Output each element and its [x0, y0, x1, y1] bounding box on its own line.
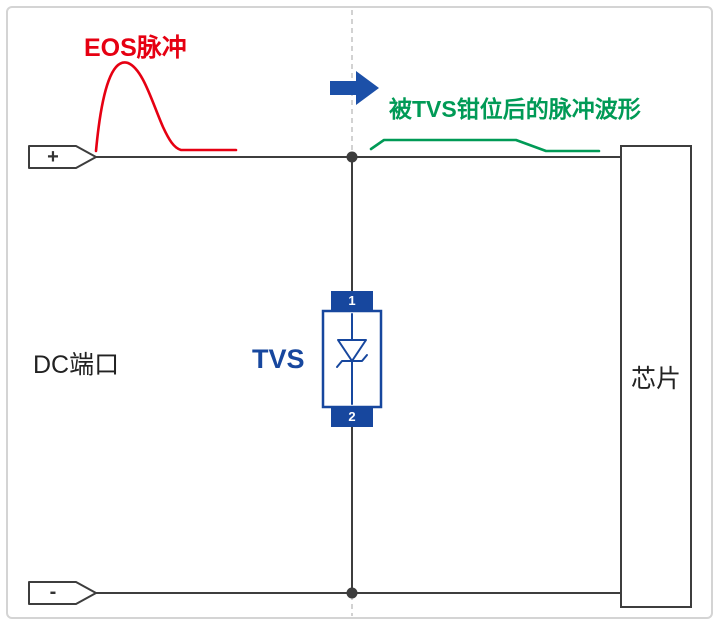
- clamped-waveform-label: 被TVS钳位后的脉冲波形: [389, 96, 641, 122]
- eos-pulse-label: EOS脉冲: [84, 34, 187, 62]
- tvs-pin1-label: 1: [348, 293, 356, 308]
- junction-dot-top: [346, 151, 358, 163]
- eos-pulse-curve: [94, 61, 238, 153]
- plus-terminal-label: +: [47, 146, 59, 168]
- junction-dot-bottom: [346, 587, 358, 599]
- dc-port-label: DC端口: [33, 351, 120, 379]
- minus-terminal-label: -: [49, 581, 57, 603]
- tvs-pin1-square: [331, 291, 373, 311]
- tvs-pin2-square: [331, 407, 373, 427]
- chip-label: 芯片: [630, 364, 681, 393]
- plus-terminal-shape: [28, 145, 97, 169]
- minus-terminal-shape: [28, 581, 97, 605]
- flow-arrow-icon: [330, 71, 379, 105]
- tvs-pin2-label: 2: [348, 409, 356, 424]
- clamped-pulse-curve: [369, 138, 601, 153]
- tvs-label: TVS: [252, 344, 305, 374]
- chip-block: 芯片: [620, 145, 692, 608]
- tvs-diode-symbol: [336, 313, 368, 405]
